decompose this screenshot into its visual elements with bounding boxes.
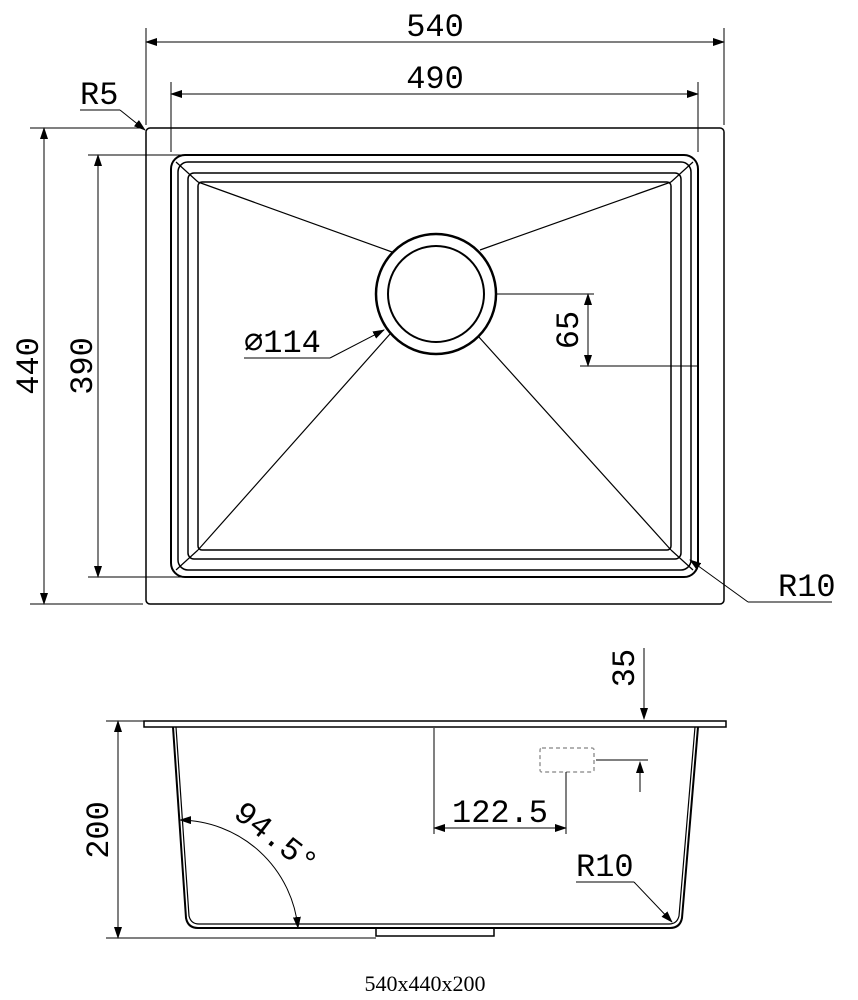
dim-inner-depth: 390 xyxy=(65,154,190,578)
dim-490-label: 490 xyxy=(406,61,464,98)
dim-drain-offset: 65 xyxy=(496,293,698,367)
dim-inner-width: 490 xyxy=(170,61,699,152)
section-overflow xyxy=(539,747,595,773)
dim-65-label: 65 xyxy=(551,311,588,349)
dim-94-5-label: 94.5° xyxy=(226,795,324,883)
dim-r5-label: R5 xyxy=(80,77,118,114)
section-view: 35 200 94.5° 122.5 R10 xyxy=(81,648,727,939)
section-flange xyxy=(143,720,727,728)
slope-lines xyxy=(197,181,672,551)
dim-bowl-height: 200 xyxy=(81,720,376,939)
drain-outer-ring xyxy=(374,232,498,356)
dim-drain-diameter: ⌀114 xyxy=(244,325,385,362)
dim-flange-height: 35 xyxy=(596,648,648,792)
section-drain-stub xyxy=(375,928,495,937)
dim-122-5-label: 122.5 xyxy=(452,795,548,832)
model-dimensions-caption: 540x440x200 xyxy=(365,971,486,996)
dim-overall-depth: 440 xyxy=(11,127,143,605)
dim-114-label: ⌀114 xyxy=(244,325,321,362)
dim-side-angle: 94.5° xyxy=(179,795,324,929)
dim-200-label: 200 xyxy=(81,801,118,859)
dim-overflow-offset: 122.5 xyxy=(433,728,567,834)
dim-35-label: 35 xyxy=(607,649,644,687)
dim-r5: R5 xyxy=(80,77,146,131)
drain-inner-ring xyxy=(387,245,485,343)
dim-540-label: 540 xyxy=(406,9,464,46)
outer-flange-outline xyxy=(145,127,725,605)
dim-r10-section-label: R10 xyxy=(576,849,634,886)
dim-r10-plan: R10 xyxy=(689,559,836,606)
dim-390-label: 390 xyxy=(65,337,102,395)
dim-r10-plan-label: R10 xyxy=(778,569,836,606)
dim-r10-section: R10 xyxy=(576,849,673,923)
dim-overall-width: 540 xyxy=(145,9,725,125)
dim-440-label: 440 xyxy=(11,337,48,395)
plan-view: 540 490 R5 440 390 xyxy=(11,9,836,606)
